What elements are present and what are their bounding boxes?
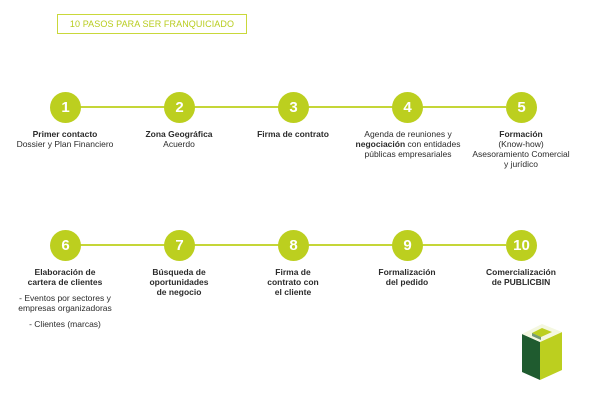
- step-title: Zona Geográfica: [145, 129, 213, 139]
- step-bullet: - Eventos por sectores y empresas organi…: [18, 293, 112, 313]
- step-title: del pedido: [385, 277, 429, 287]
- step-title: cartera de clientes: [27, 277, 103, 287]
- step-circle-2: 2: [164, 92, 195, 123]
- step-circle-7: 7: [164, 230, 195, 261]
- step-detail: Agenda de reuniones y: [364, 129, 452, 139]
- step-label-5: Formación (Know-how) Asesoramiento Comer…: [461, 129, 581, 169]
- step-title: de negocio: [156, 287, 202, 297]
- step-label-7: Búsqueda de oportunidades de negocio: [119, 267, 239, 297]
- step-detail: Acuerdo: [163, 139, 195, 149]
- step-detail: Asesoramiento Comercial: [472, 149, 570, 159]
- step-title: Firma de: [275, 267, 311, 277]
- step-title: Comercialización: [486, 267, 556, 277]
- step-label-3: Firma de contrato: [233, 129, 353, 139]
- step-title: el cliente: [274, 287, 312, 297]
- step-title: de PUBLICBIN: [491, 277, 551, 287]
- step-label-10: Comercialización de PUBLICBIN: [461, 267, 581, 287]
- step-circle-8: 8: [278, 230, 309, 261]
- step-detail: Dossier y Plan Financiero: [16, 139, 114, 149]
- step-circle-9: 9: [392, 230, 423, 261]
- step-circle-4: 4: [392, 92, 423, 123]
- step-bullet: - Clientes (marcas): [29, 319, 101, 329]
- step-detail: (Know-how): [498, 139, 544, 149]
- page-title: 10 PASOS PARA SER FRANQUICIADO: [57, 14, 247, 34]
- step-title: oportunidades: [149, 277, 209, 287]
- step-circle-3: 3: [278, 92, 309, 123]
- step-circle-5: 5: [506, 92, 537, 123]
- step-label-9: Formalización del pedido: [347, 267, 467, 287]
- step-detail: y jurídico: [503, 159, 538, 169]
- step-circle-1: 1: [50, 92, 81, 123]
- publicbin-cube-logo-icon: [522, 324, 562, 380]
- step-title: Formalización: [378, 267, 436, 277]
- step-title: negociación: [355, 139, 406, 149]
- step-title: Formación: [499, 129, 543, 139]
- step-title: contrato con: [267, 277, 319, 287]
- step-label-1: Primer contacto Dossier y Plan Financier…: [5, 129, 125, 149]
- step-label-2: Zona Geográfica Acuerdo: [119, 129, 239, 149]
- step-label-4: Agenda de reuniones y negociación con en…: [347, 129, 469, 159]
- step-title: Firma de contrato: [257, 129, 329, 139]
- step-circle-6: 6: [50, 230, 81, 261]
- step-label-6: Elaboración de cartera de clientes - Eve…: [5, 267, 125, 329]
- step-circle-10: 10: [506, 230, 537, 261]
- step-label-8: Firma de contrato con el cliente: [233, 267, 353, 297]
- step-title: Primer contacto: [32, 129, 98, 139]
- step-title: Búsqueda de: [152, 267, 206, 277]
- step-detail: con entidades: [407, 139, 461, 149]
- step-detail: públicas empresariales: [364, 149, 452, 159]
- step-title: Elaboración de: [34, 267, 96, 277]
